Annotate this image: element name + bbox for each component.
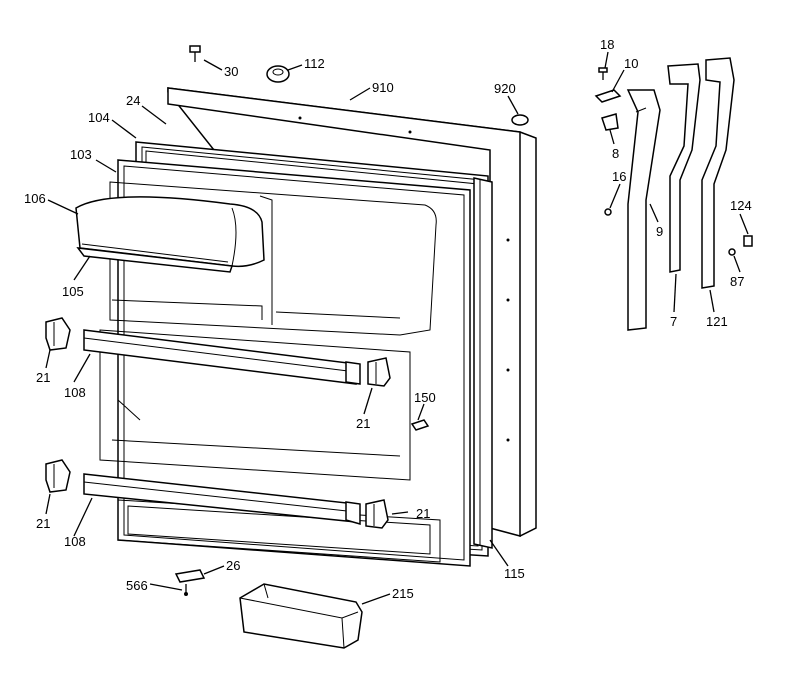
- shelf-bracket-right-lower: [365, 499, 389, 529]
- knob-112: [266, 65, 290, 83]
- handle-bar-121: [701, 57, 735, 289]
- clip-26: [174, 569, 206, 583]
- callout-150: 150: [414, 390, 436, 405]
- plug-920: [511, 114, 529, 126]
- callout-115: 115: [504, 566, 525, 581]
- callout-21-right-lower: 21: [416, 506, 430, 521]
- callout-103: 103: [70, 147, 92, 162]
- callout-24: 24: [126, 93, 140, 108]
- callout-7: 7: [670, 314, 677, 329]
- callout-106: 106: [24, 191, 46, 206]
- callout-105: 105: [62, 284, 84, 299]
- shelf-bracket-right-upper: [367, 357, 391, 387]
- screw-150: [410, 419, 430, 431]
- callout-215: 215: [392, 586, 414, 601]
- callout-21-left-lower: 21: [36, 516, 50, 531]
- callout-16: 16: [612, 169, 626, 184]
- callout-920: 920: [494, 81, 516, 96]
- shelf-bracket-left-upper: [45, 317, 71, 351]
- shelf-bar-lower: [83, 473, 361, 525]
- dairy-compartment-door: [75, 196, 265, 273]
- callout-21-right-upper: 21: [356, 416, 370, 431]
- callout-labels: 30 112 910 920 24 104 103 106 105 21 108…: [24, 37, 752, 601]
- bushing-8: [601, 113, 619, 131]
- cap-124: [743, 235, 753, 247]
- callout-18: 18: [600, 37, 614, 52]
- screw-30: [189, 45, 201, 62]
- door-bin: [239, 583, 363, 649]
- callout-121: 121: [706, 314, 728, 329]
- callout-108-lower: 108: [64, 534, 86, 549]
- shelf-bar-upper: [83, 329, 361, 385]
- side-strip: [473, 177, 493, 549]
- screw-87: [728, 248, 736, 256]
- callout-8: 8: [612, 146, 619, 161]
- callout-910: 910: [372, 80, 394, 95]
- shelf-bracket-left-lower: [45, 459, 71, 493]
- screw-566: [184, 584, 188, 596]
- callout-9: 9: [656, 224, 663, 239]
- callout-21-left-upper: 21: [36, 370, 50, 385]
- leader-lines: [45, 51, 749, 605]
- handle-bar-7: [667, 63, 701, 273]
- callout-124: 124: [730, 198, 752, 213]
- callout-566: 566: [126, 578, 148, 593]
- callout-108-upper: 108: [64, 385, 86, 400]
- callout-104: 104: [88, 110, 110, 125]
- hinge-bar-9: [626, 89, 661, 331]
- hinge-pin-10: [594, 89, 622, 103]
- screw-16: [604, 208, 612, 216]
- callout-30: 30: [224, 64, 238, 79]
- callout-87: 87: [730, 274, 744, 289]
- callout-10: 10: [624, 56, 638, 71]
- screw-18: [598, 67, 608, 80]
- callout-112: 112: [304, 56, 325, 71]
- callout-26: 26: [226, 558, 240, 573]
